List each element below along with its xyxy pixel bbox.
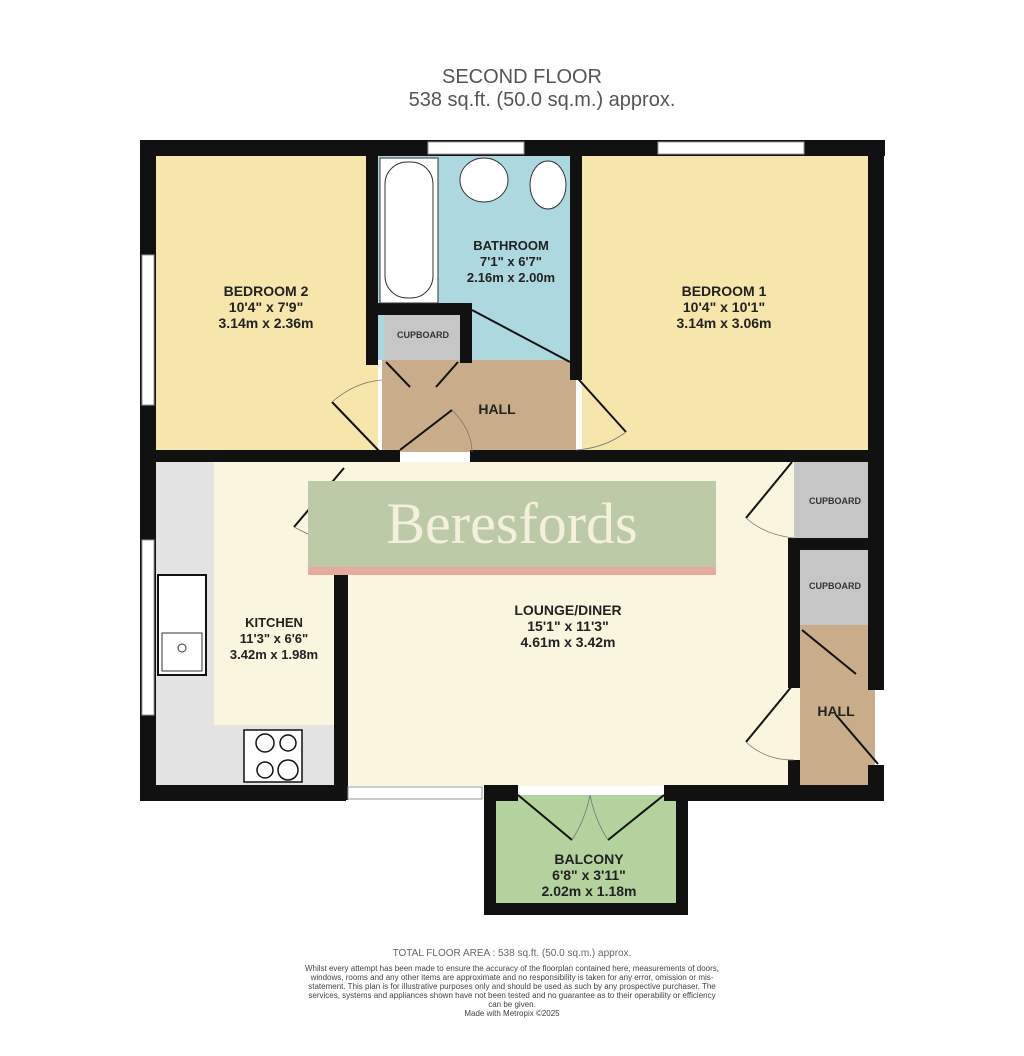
room-imperial: 10'4" x 7'9" — [228, 299, 304, 315]
room-imperial: 6'8" x 3'11" — [552, 867, 626, 883]
bedroom2-area — [154, 155, 378, 450]
room-label-cupboard-right2: CUPBOARD — [808, 581, 862, 591]
room-name: HALL — [478, 401, 516, 417]
total-floor-area: TOTAL FLOOR AREA : 538 sq.ft. (50.0 sq.m… — [392, 948, 632, 959]
room-label-hall-top: HALL — [478, 401, 515, 417]
room-imperial: 11'3" x 6'6" — [239, 631, 309, 646]
room-metric: 4.61m x 3.42m — [520, 634, 616, 650]
room-imperial: 7'1" x 6'7" — [480, 254, 542, 269]
windows — [141, 141, 805, 800]
room-metric: 3.42m x 1.98m — [229, 647, 319, 662]
room-label-balcony: BALCONY 6'8" x 3'11" 2.02m x 1.18m — [542, 851, 637, 899]
bedroom1-area — [582, 155, 870, 450]
hob-burners — [255, 733, 299, 781]
room-name: HALL — [817, 703, 855, 719]
door-swings — [293, 379, 795, 841]
room-name: LOUNGE/DINER — [514, 602, 622, 618]
watermark-banner — [308, 481, 716, 567]
disclaimer: Whilst every attempt has been made to en… — [302, 964, 722, 1018]
bathtub-inner — [384, 161, 434, 299]
room-name: BATHROOM — [473, 238, 549, 253]
watermark-text: Beresfords — [386, 491, 638, 556]
cupboard-top-area — [384, 315, 460, 360]
room-label-bedroom1: BEDROOM 1 10'4" x 10'1" 3.14m x 3.06m — [677, 283, 772, 331]
basin-icon — [459, 157, 509, 203]
room-label-lounge: LOUNGE/DINER 15'1" x 11'3" 4.61m x 3.42m — [514, 602, 621, 650]
made-with: Made with Metropix ©2025 — [464, 1009, 560, 1018]
room-label-bedroom2: BEDROOM 2 10'4" x 7'9" 3.14m x 2.36m — [219, 283, 314, 331]
sink-icon — [157, 574, 207, 676]
room-label-kitchen: KITCHEN 11'3" x 6'6" 3.42m x 1.98m — [230, 615, 318, 663]
cupboard-right2-area — [800, 550, 868, 625]
floor-title: SECOND FLOOR — [441, 66, 603, 88]
room-metric: 3.14m x 3.06m — [676, 315, 772, 331]
doors — [293, 309, 879, 841]
room-name: BALCONY — [554, 851, 624, 867]
room-label-cupboard-top: CUPBOARD — [396, 330, 450, 340]
hall-top-area — [382, 360, 576, 452]
balcony-area — [488, 795, 684, 907]
room-metric: 2.02m x 1.18m — [541, 883, 637, 899]
room-name: BEDROOM 1 — [681, 283, 767, 299]
room-metric: 2.16m x 2.00m — [466, 270, 556, 285]
room-name: KITCHEN — [245, 615, 303, 630]
room-label-bathroom: BATHROOM 7'1" x 6'7" 2.16m x 2.00m — [467, 238, 555, 286]
room-imperial: 15'1" x 11'3" — [527, 618, 609, 634]
room-name: BEDROOM 2 — [223, 283, 309, 299]
room-label-hall-right: HALL — [817, 703, 854, 719]
hall-right-area — [800, 625, 875, 785]
room-imperial: 10'4" x 10'1" — [682, 299, 766, 315]
room-metric: 3.14m x 2.36m — [218, 315, 314, 331]
room-label-cupboard-right1: CUPBOARD — [808, 496, 862, 506]
watermark-underline — [308, 567, 716, 575]
disclaimer-text: Whilst every attempt has been made to en… — [304, 964, 719, 1009]
sink-bowl — [161, 632, 203, 672]
floor-area: 538 sq.ft. (50.0 sq.m.) approx. — [408, 89, 676, 111]
sink-drain — [177, 643, 187, 653]
cupboard-right1-area — [794, 462, 868, 538]
toilet-icon — [529, 160, 567, 210]
